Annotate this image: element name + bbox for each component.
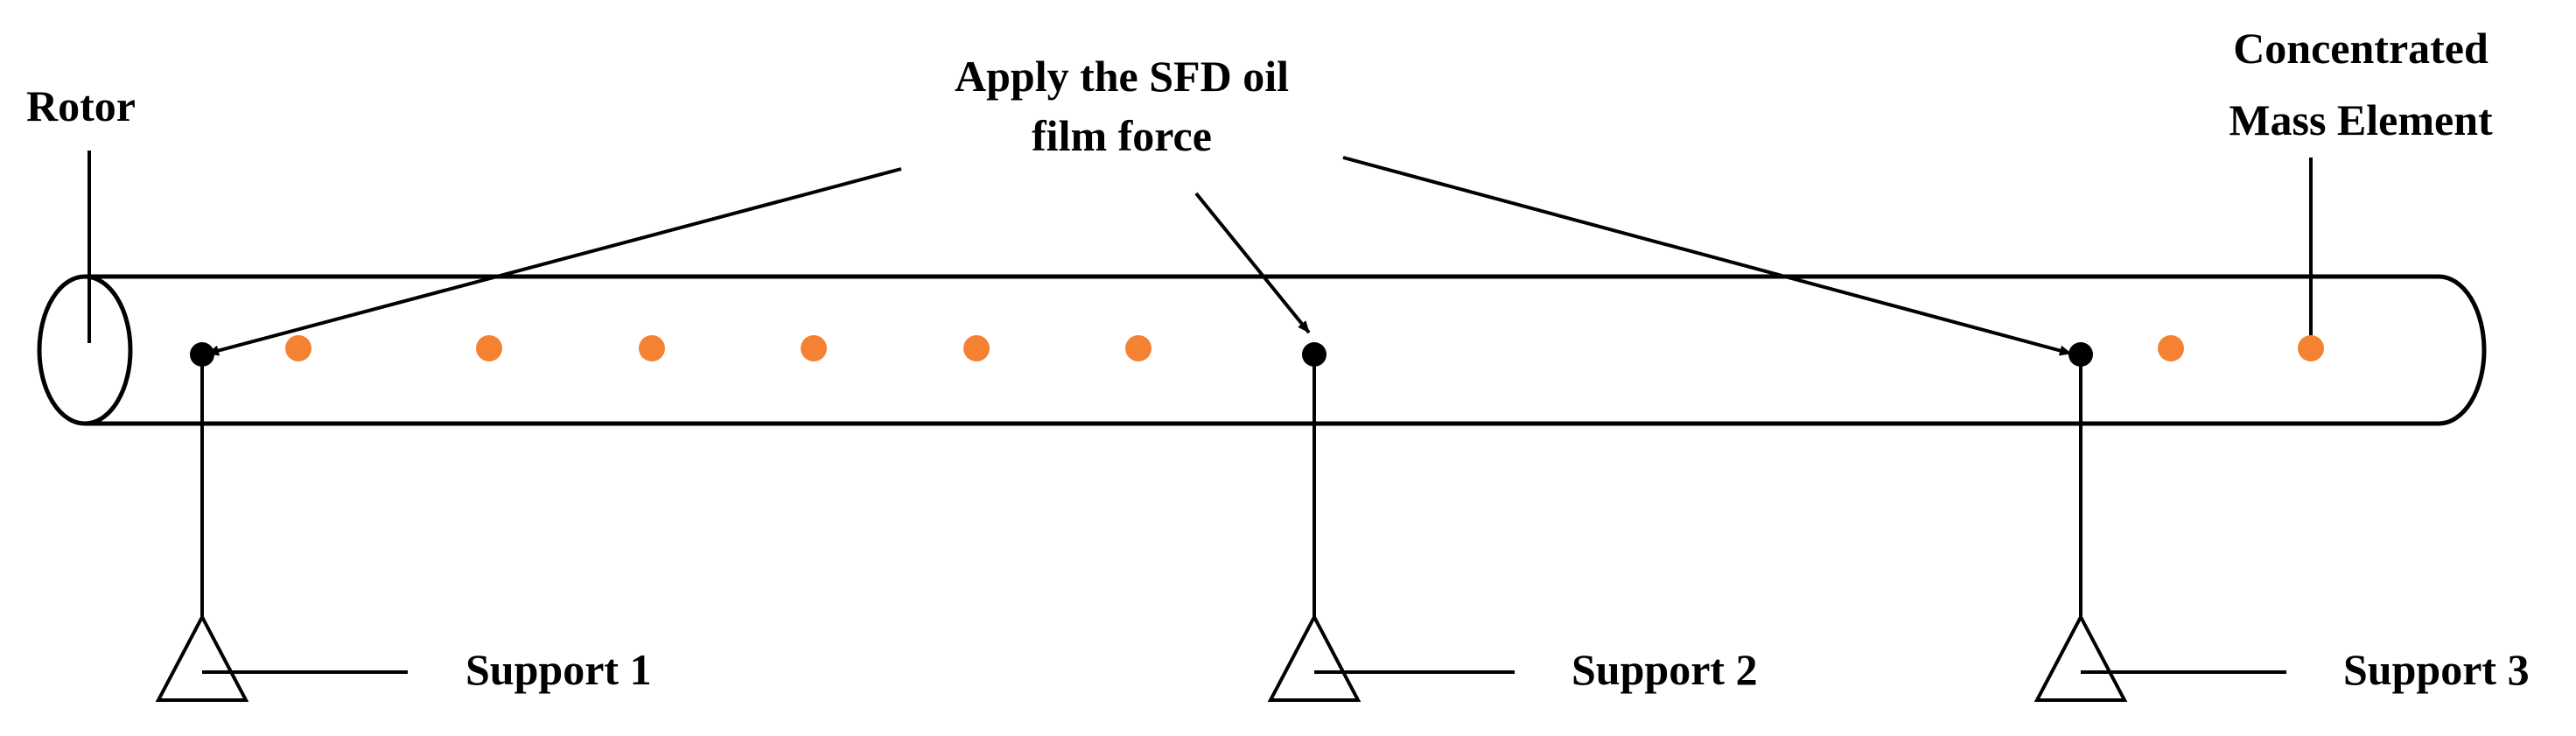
support-3-triangle-icon xyxy=(2034,613,2128,702)
support-1: Support 1 xyxy=(155,342,652,702)
sfd-arrow-support3 xyxy=(1342,156,2072,356)
mass-element-1 xyxy=(285,335,312,361)
mass-label-line1: Concentrated xyxy=(2233,24,2488,73)
support-1-label: Support 1 xyxy=(466,645,652,694)
mass-element-4 xyxy=(801,335,827,361)
sfd-arrow-support2 xyxy=(1194,192,1311,334)
rotor-left-end xyxy=(37,274,133,426)
mass-element-2 xyxy=(476,335,502,361)
support-3: Support 3 xyxy=(2034,342,2530,702)
mass-element-7 xyxy=(2158,335,2184,361)
support-2-triangle-icon xyxy=(1267,613,1362,702)
sfd-arrow-support1 xyxy=(206,167,902,356)
sfd-label-line2: film force xyxy=(1032,111,1212,160)
mass-element-5 xyxy=(963,335,990,361)
support-1-triangle-icon xyxy=(155,613,249,702)
mass-elements xyxy=(285,335,2324,361)
mass-element-8 xyxy=(2298,335,2324,361)
rotor-right-end xyxy=(2438,274,2487,426)
rotor-shaft xyxy=(37,274,2487,426)
support-2: Support 2 xyxy=(1267,342,1758,702)
sfd-label-line1: Apply the SFD oil xyxy=(955,52,1289,101)
mass-element-3 xyxy=(639,335,665,361)
rotor-label: Rotor xyxy=(26,81,136,130)
mass-element-6 xyxy=(1125,335,1152,361)
support-2-label: Support 2 xyxy=(1572,645,1758,694)
mass-label-line2: Mass Element xyxy=(2229,95,2493,144)
support-3-label: Support 3 xyxy=(2343,645,2530,694)
